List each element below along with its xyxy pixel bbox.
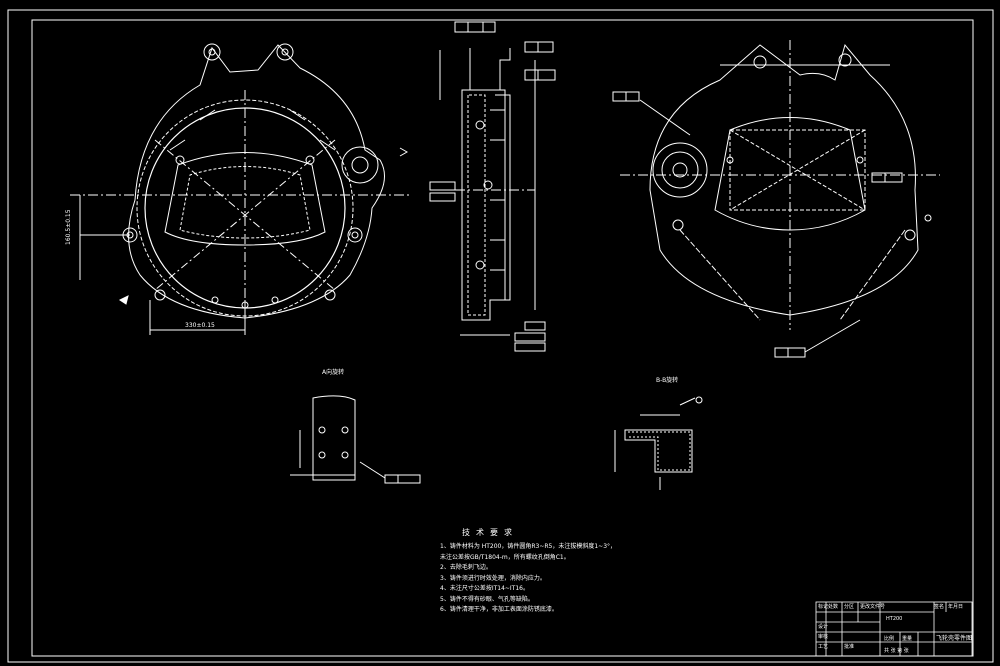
note-line: 未注公差按GB/T1804-m，所有螺纹孔倒角C1。: [440, 553, 570, 561]
note-line: 1、铸件材料为 HT200，铸件圆角R3~R5，未注拔模斜度1~3°，: [440, 543, 617, 550]
tb-header: 分区: [844, 604, 855, 610]
detail-a-view: [290, 395, 421, 484]
title-block-grid: [815, 601, 973, 657]
tb-header: 处数: [828, 604, 839, 610]
rear-view: [612, 40, 940, 358]
tb-part-name: 飞轮壳零件图: [936, 635, 973, 642]
inner-border: [31, 19, 974, 657]
detail-b-title: B-B旋转: [656, 376, 678, 384]
tb-header: 标记: [818, 604, 829, 610]
tb-row: 审核: [818, 634, 829, 640]
note-line: 6、铸件清理干净，非加工表面涂防锈底漆。: [440, 606, 558, 613]
tb-sheet: 共 张 第 张: [884, 648, 909, 654]
tech-req-notes: 1、铸件材料为 HT200，铸件圆角R3~R5，未注拔模斜度1~3°， 未注公差…: [440, 542, 616, 616]
tb-header: 签名: [934, 604, 945, 610]
note-line: 5、铸件不得有砂眼、气孔等缺陷。: [440, 595, 534, 603]
tb-header: 更改文件号: [860, 604, 886, 610]
note-line: 2、去除毛刺飞边。: [440, 564, 492, 571]
title-block: 标记 处数 分区 更改文件号 签名 年月日 HT200 设计 审核 工艺 批准 …: [816, 602, 972, 656]
tb-row: 设计: [818, 624, 829, 630]
outer-border: [7, 9, 994, 663]
dim-height: 160.5±0.15: [65, 209, 72, 245]
tb-header: 年月日: [948, 604, 964, 610]
dim-width: 330±0.15: [185, 322, 215, 329]
tb-row: 批准: [844, 644, 855, 650]
front-view: [70, 43, 410, 335]
section-view: [429, 21, 556, 352]
note-line: 3、铸件须进行时效处理，消除内应力。: [440, 574, 546, 582]
note-line: 4、未注尺寸公差按IT14~IT16。: [440, 585, 529, 592]
tb-weight: 重量: [902, 636, 913, 642]
tb-material: HT200: [886, 616, 903, 622]
detail-b-view: [614, 396, 703, 490]
tb-row: 工艺: [818, 644, 829, 650]
tb-scale: 比例: [884, 636, 895, 642]
detail-a-title: A向旋转: [322, 368, 344, 376]
tech-req-title: 技术要求: [462, 528, 518, 537]
